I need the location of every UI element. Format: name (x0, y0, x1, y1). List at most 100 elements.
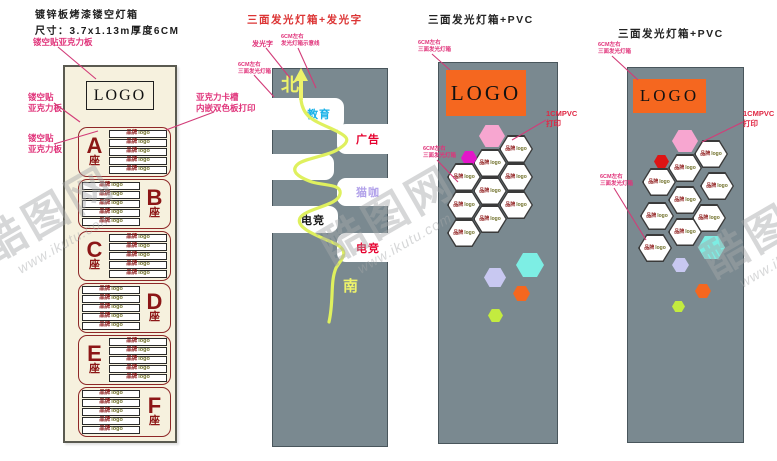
hex-orange (695, 284, 711, 298)
category-tab-猫咖: 猫咖 (337, 178, 399, 206)
hex-brand: 品牌logo (700, 172, 734, 200)
hex-face: 品牌logo (448, 192, 480, 218)
hex-brand: 品牌logo (668, 218, 702, 246)
hex-face: 品牌logo (701, 173, 733, 199)
brand-logo-label: 品牌logo (674, 196, 696, 203)
callout-p3-topleft: 6CM左右 三面发光灯箱 (418, 40, 452, 54)
callout-p3-pvc: 1CMPVC 打印 (546, 109, 578, 128)
brand-logo-label: 品牌logo (479, 159, 501, 166)
hex-face: 品牌logo (693, 205, 725, 231)
north-label: 北 (281, 75, 299, 95)
pvc-hex-panel-1: LOGO 品牌logo 品牌logo 品牌logo 品牌logo 品牌logo 品牌log… (438, 62, 558, 444)
callout-p4-topleft: 6CM左右 三面发光灯箱 (598, 42, 632, 56)
brand-logo-label: 品牌logo (479, 187, 501, 194)
category-tab-blank (251, 154, 334, 180)
brand-logo-label: 品牌logo (505, 145, 527, 152)
brand-logo-label: 品牌logo (505, 173, 527, 180)
brand-logo-label: 品牌logo (479, 215, 501, 222)
brand-logo-label: 品牌logo (505, 201, 527, 208)
hex-face: 品牌logo (641, 203, 673, 229)
hex-magenta (461, 151, 477, 165)
hex-cyan (698, 236, 725, 259)
hex-pink (672, 130, 698, 152)
brand-logo-label: 品牌logo (648, 178, 670, 185)
hex-face: 品牌logo (695, 141, 727, 167)
logo-box: LOGO (633, 79, 706, 113)
hex-green (672, 301, 685, 312)
brand-logo-label: 品牌logo (453, 229, 475, 236)
callout-acrylic-top: 镂空贴亚克力板 (33, 37, 93, 47)
logo-box: LOGO (446, 70, 526, 116)
callout-p2-top: 6CM左右 发光灯箱示意线 (281, 34, 320, 48)
category-tab-电竞: 电竞 (251, 206, 338, 233)
hex-brand: 品牌logo (640, 202, 674, 230)
brand-logo-label: 品牌logo (453, 173, 475, 180)
hex-lavender (672, 258, 689, 272)
brand-logo-label: 品牌logo (644, 244, 666, 251)
hex-face: 品牌logo (448, 220, 480, 246)
callout-glow-text: 发光字 (252, 41, 273, 48)
lightbox-glow-panel: 北 南 教育广告猫咖电竞电竞 (251, 68, 399, 447)
panel1-spec-note: 镀锌板烤漆镂空灯箱 尺寸：3.7x1.13m厚度6CM (35, 10, 180, 37)
panel3-title: 三面发光灯箱+PVC (428, 14, 534, 26)
hex-brand: 品牌logo (668, 186, 702, 214)
hex-face: 品牌logo (643, 169, 675, 195)
hex-green (488, 309, 503, 322)
panel4-title: 三面发光灯箱+PVC (618, 28, 724, 40)
hex-face: 品牌logo (474, 178, 506, 204)
hex-face: 品牌logo (669, 187, 701, 213)
category-tab-电竞: 电竞 (337, 233, 399, 262)
hex-brand: 品牌logo (668, 154, 702, 182)
south-label: 南 (343, 278, 359, 295)
brand-logo-label: 品牌logo (706, 182, 728, 189)
hex-face: 品牌logo (639, 235, 671, 261)
callout-acrylic-left2: 镂空贴 亚克力板 (28, 133, 63, 155)
hex-brand: 品牌logo (692, 204, 726, 232)
hex-face: 品牌logo (448, 164, 480, 190)
category-tab-教育: 教育 (251, 98, 344, 130)
brand-logo-label: 品牌logo (453, 201, 475, 208)
category-tab-广告: 广告 (337, 124, 399, 154)
callout-acrylic-left1: 镂空贴 亚克力板 (28, 92, 63, 114)
brand-logo-label: 品牌logo (674, 164, 696, 171)
hex-red (654, 155, 669, 168)
